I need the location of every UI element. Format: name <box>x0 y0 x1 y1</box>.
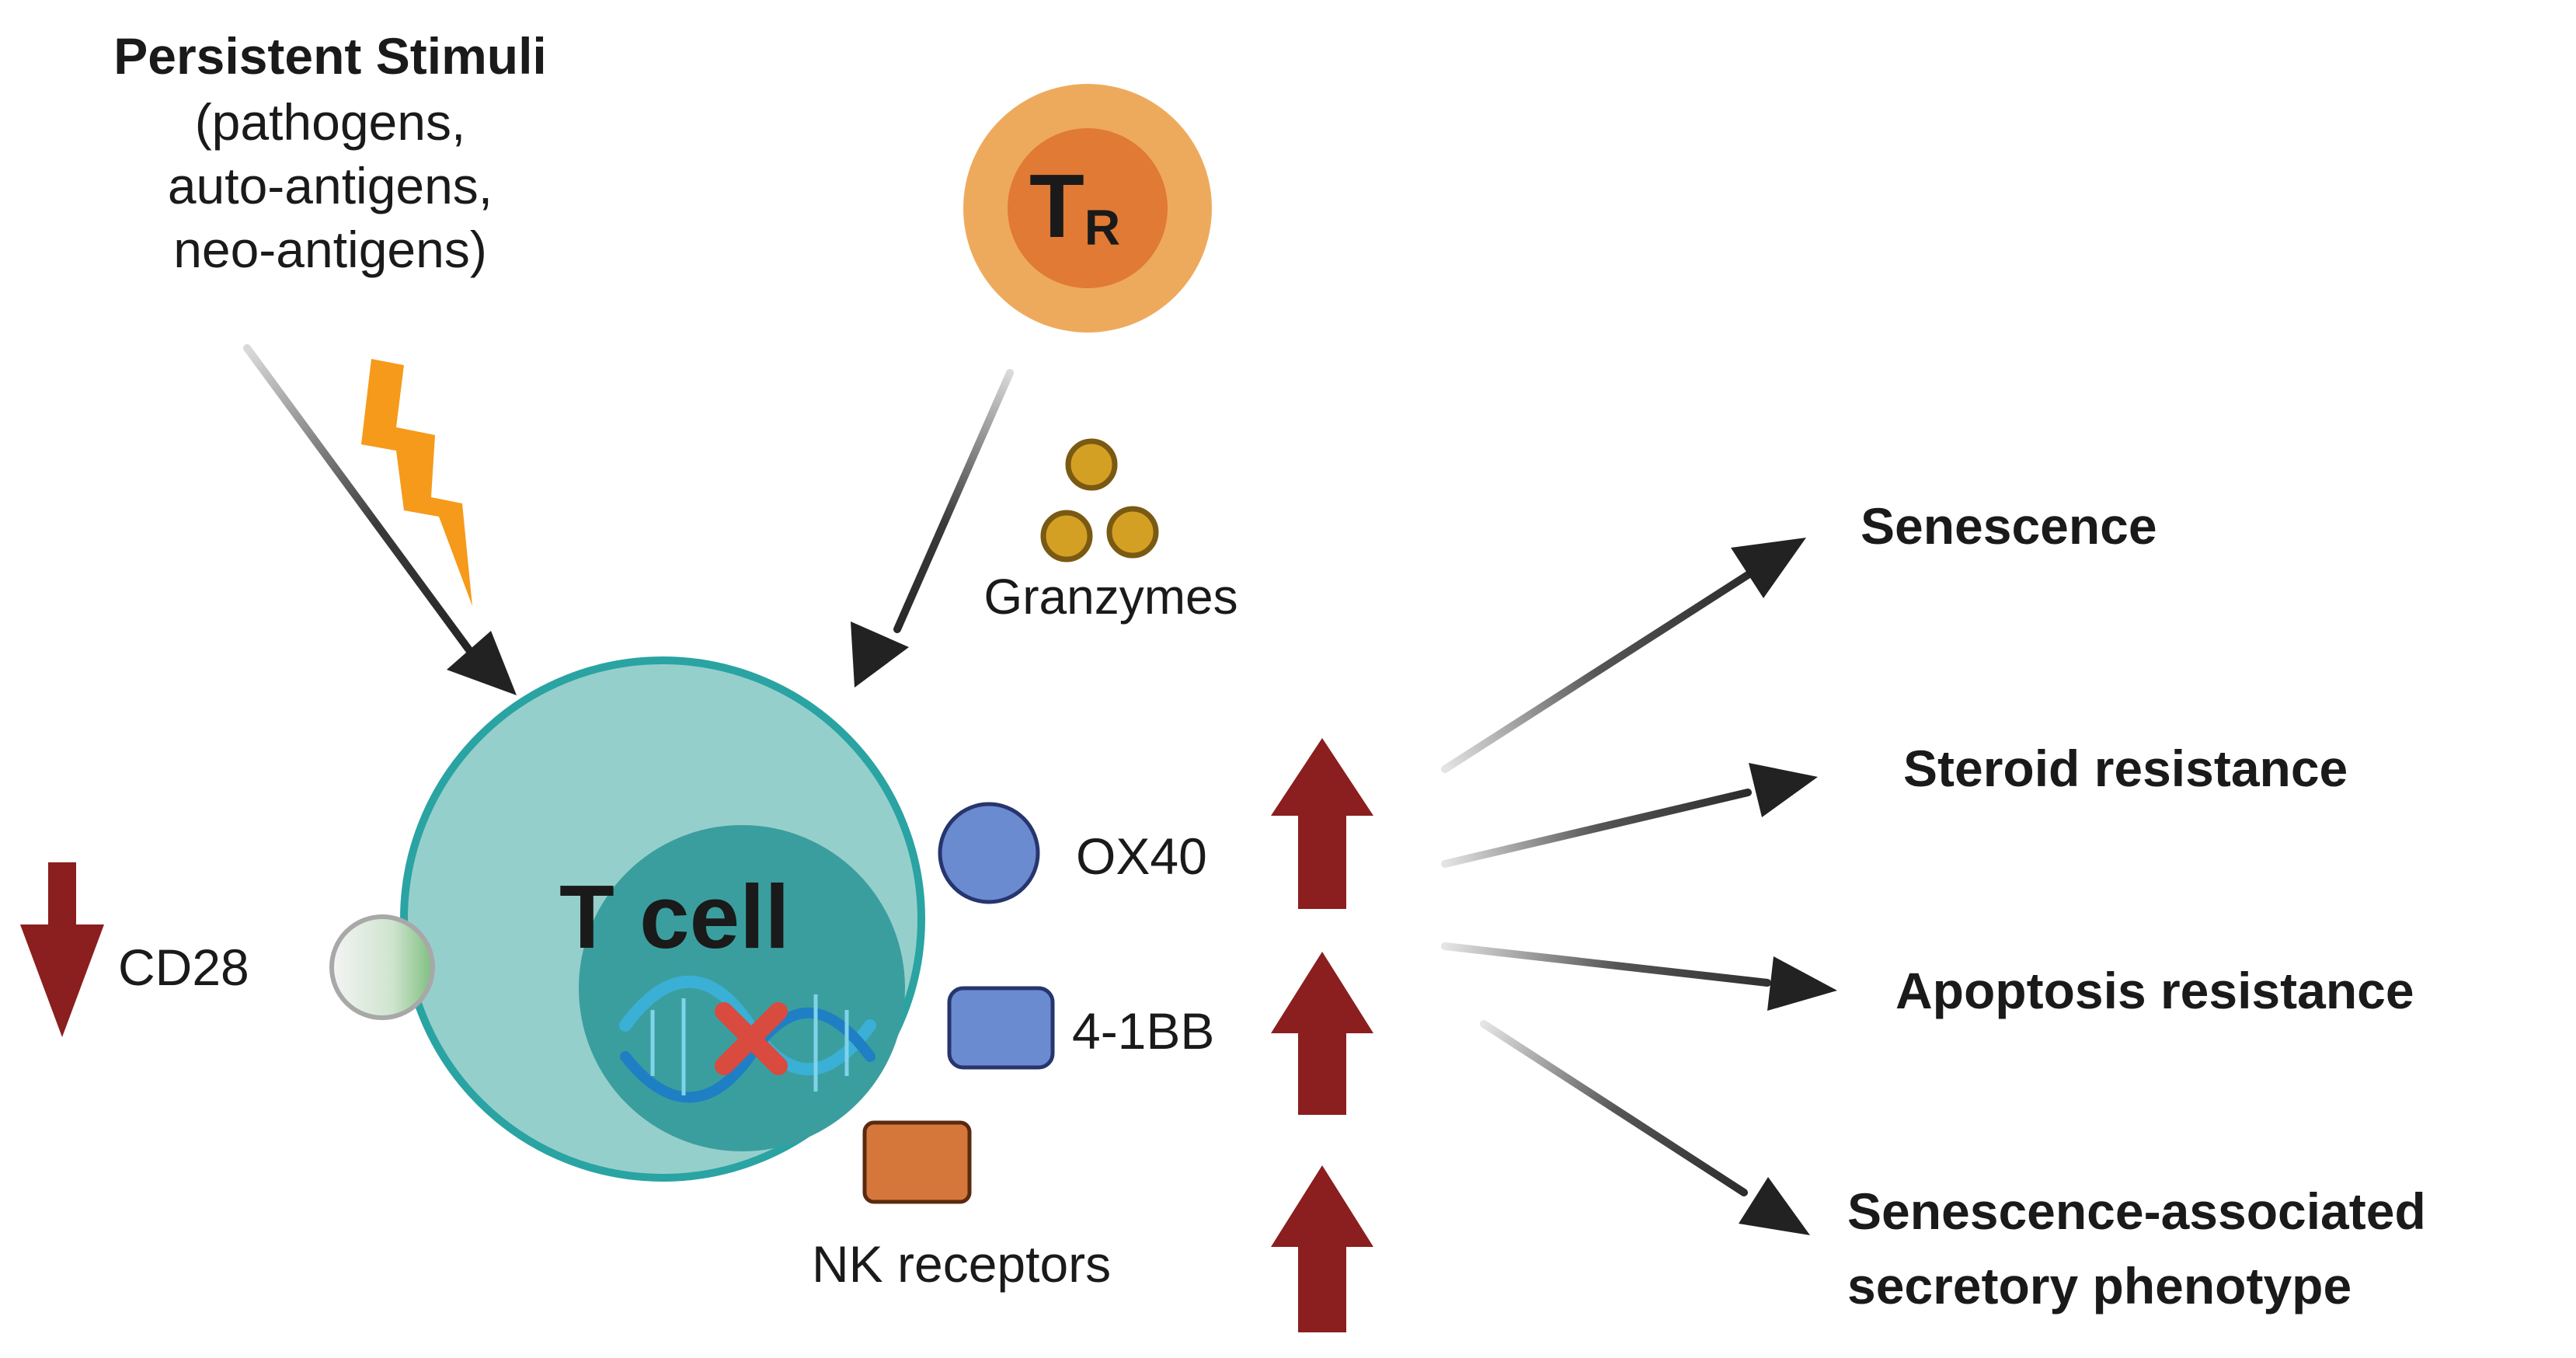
stimuli-line-2: auto-antigens, <box>168 157 493 214</box>
apoptosis-resistance-arrow <box>1441 942 1837 1011</box>
ox40-up-arrow-icon <box>1271 738 1373 909</box>
stimuli-title: Persistent Stimuli <box>113 27 547 85</box>
treg-label-main: T <box>1029 155 1084 256</box>
sasp-arrow <box>1480 1020 1810 1235</box>
cd28-receptor <box>329 914 435 1020</box>
treg-arrow <box>851 369 1014 688</box>
bb41-receptor <box>947 986 1055 1070</box>
senescence-arrow <box>1441 538 1806 773</box>
senescence-label: Senescence <box>1861 497 2157 555</box>
lightning-icon <box>361 359 472 606</box>
cd28-down-arrow-icon <box>20 862 104 1037</box>
treg-label: TR <box>1029 155 1120 256</box>
sasp-label-line-1: Senescence-associated <box>1847 1182 2426 1240</box>
stimuli-arrow <box>243 344 517 695</box>
treg-label-sub: R <box>1084 200 1120 256</box>
cross-icon <box>715 1002 788 1075</box>
sasp-label-line-2: secretory phenotype <box>1847 1257 2351 1314</box>
bb41-label: 4-1BB <box>1072 1002 1214 1060</box>
stimuli-line-1: (pathogens, <box>195 93 466 151</box>
granzyme-dot <box>1106 506 1159 559</box>
steroid-resistance-label: Steroid resistance <box>1903 740 2348 797</box>
bb41-up-arrow-icon <box>1271 952 1373 1115</box>
treg-cell: TR <box>963 84 1212 333</box>
treg-nucleus <box>1008 128 1168 288</box>
t-cell-label: T cell <box>559 866 790 967</box>
t-cell: T cell <box>400 656 925 1182</box>
ox40-receptor <box>938 802 1040 904</box>
cd28-label: CD28 <box>118 938 249 996</box>
granzyme-dot <box>1040 510 1093 562</box>
nk-up-arrow-icon <box>1271 1165 1373 1332</box>
granzymes-label: Granzymes <box>983 569 1238 625</box>
granzymes: Granzymes <box>983 438 1238 625</box>
stimuli-label: Persistent Stimuli (pathogens, auto-anti… <box>113 27 547 278</box>
nk-receptor <box>862 1120 972 1204</box>
apoptosis-resistance-label: Apoptosis resistance <box>1895 962 2414 1019</box>
granzyme-dot <box>1065 438 1118 491</box>
steroid-resistance-arrow <box>1441 763 1818 868</box>
stimuli-line-3: neo-antigens) <box>173 221 487 278</box>
nk-receptors-label: NK receptors <box>812 1235 1111 1293</box>
ox40-label: OX40 <box>1076 827 1207 885</box>
